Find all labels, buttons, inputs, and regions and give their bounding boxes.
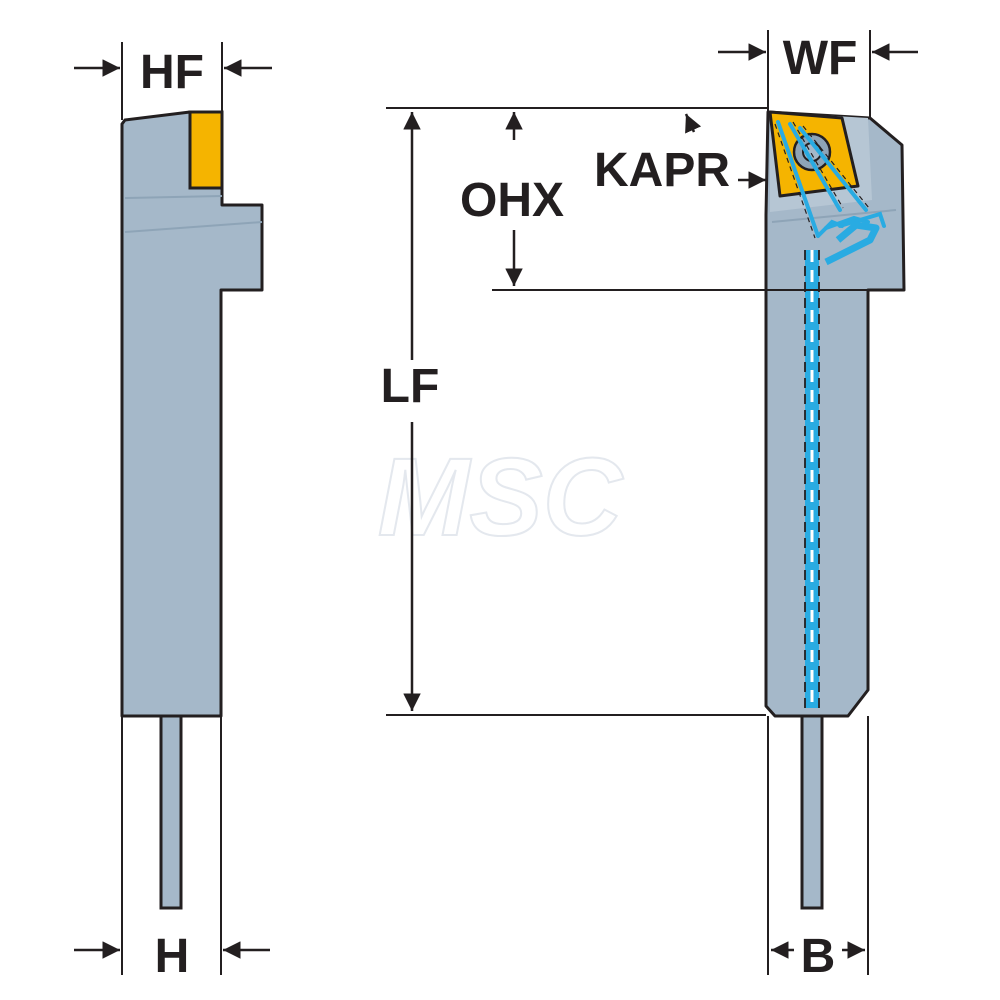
front-view-edge-line bbox=[771, 209, 897, 223]
wf-label: WF bbox=[783, 32, 858, 85]
side-view-edge-line bbox=[124, 195, 223, 199]
side-view-edge-line bbox=[124, 221, 263, 233]
side-view: HF H bbox=[74, 42, 272, 983]
coolant-channels-head-outline bbox=[774, 121, 870, 239]
coolant-channels-head bbox=[776, 120, 886, 238]
watermark-text: MSC bbox=[378, 436, 624, 559]
h-label: H bbox=[155, 930, 190, 983]
ohx-label: OHX bbox=[460, 174, 564, 227]
side-view-insert bbox=[188, 110, 224, 190]
b-label: B bbox=[801, 930, 836, 983]
kapr-angle-arrow bbox=[684, 113, 702, 134]
kapr-label: KAPR bbox=[594, 144, 730, 197]
hf-label: HF bbox=[140, 46, 204, 99]
front-view-shank bbox=[800, 710, 824, 910]
side-view-body bbox=[120, 110, 264, 718]
side-view-shank bbox=[159, 710, 183, 910]
coolant-manifold bbox=[824, 221, 880, 266]
lf-label: LF bbox=[381, 360, 440, 413]
front-view: WF OHX KAPR LF B bbox=[381, 30, 918, 983]
